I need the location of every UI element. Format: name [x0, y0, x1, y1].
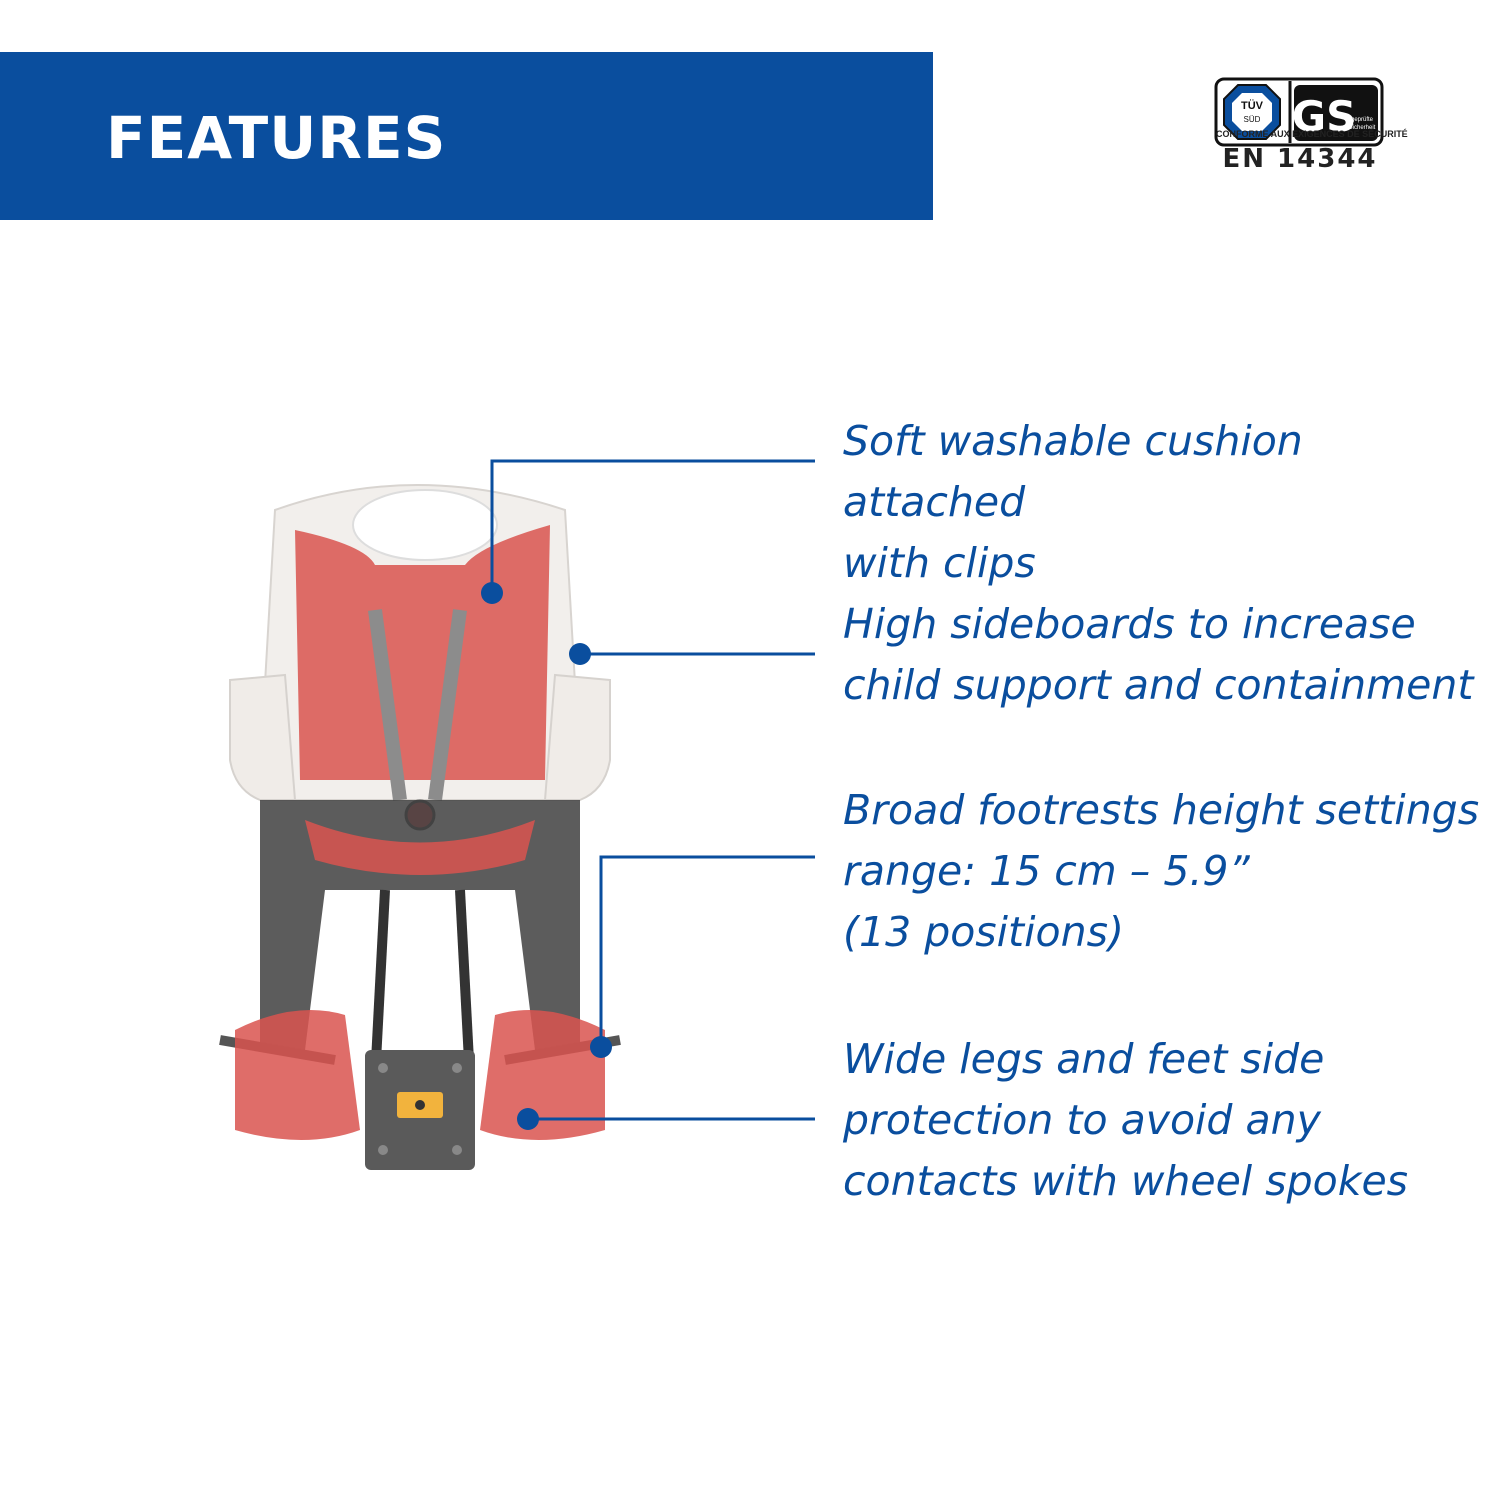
tuv-sub: SÜD — [1244, 115, 1261, 124]
callout-dot-icon — [481, 582, 503, 604]
feature-protection: Wide legs and feet side protection to av… — [843, 1035, 1409, 1205]
gs-sub-1: geprüfte — [1351, 117, 1374, 123]
header-banner — [0, 52, 933, 220]
feature-footrests: Broad footrests height settings range: 1… — [843, 786, 1480, 956]
callout-line-footrests — [599, 855, 815, 1046]
certification-logo: TÜV SÜD GS geprüfte Sicherheit — [1214, 77, 1384, 147]
callout-dot-icon — [590, 1036, 612, 1058]
tuv-octagon-icon: TÜV SÜD — [1223, 84, 1281, 140]
feature-cushion: Soft washable cushion attached with clip… — [843, 417, 1303, 587]
child-bike-seat-image — [219, 484, 621, 1170]
gs-sub-2: Sicherheit — [1349, 125, 1376, 131]
callout-line-cushion — [490, 459, 815, 593]
conformity-text: CONFORME AUX EXIGENCES DE SÉCURITÉ — [1216, 129, 1408, 139]
page-title: FEATURES — [106, 104, 447, 172]
callout-dot-icon — [517, 1108, 539, 1130]
callout-dot-icon — [569, 643, 591, 665]
standard-number: EN 14344 — [1222, 144, 1378, 174]
gs-mark: GS — [1292, 92, 1357, 141]
feature-sideboards: High sideboards to increase child suppor… — [843, 600, 1474, 709]
tuv-mark: TÜV — [1241, 99, 1264, 112]
